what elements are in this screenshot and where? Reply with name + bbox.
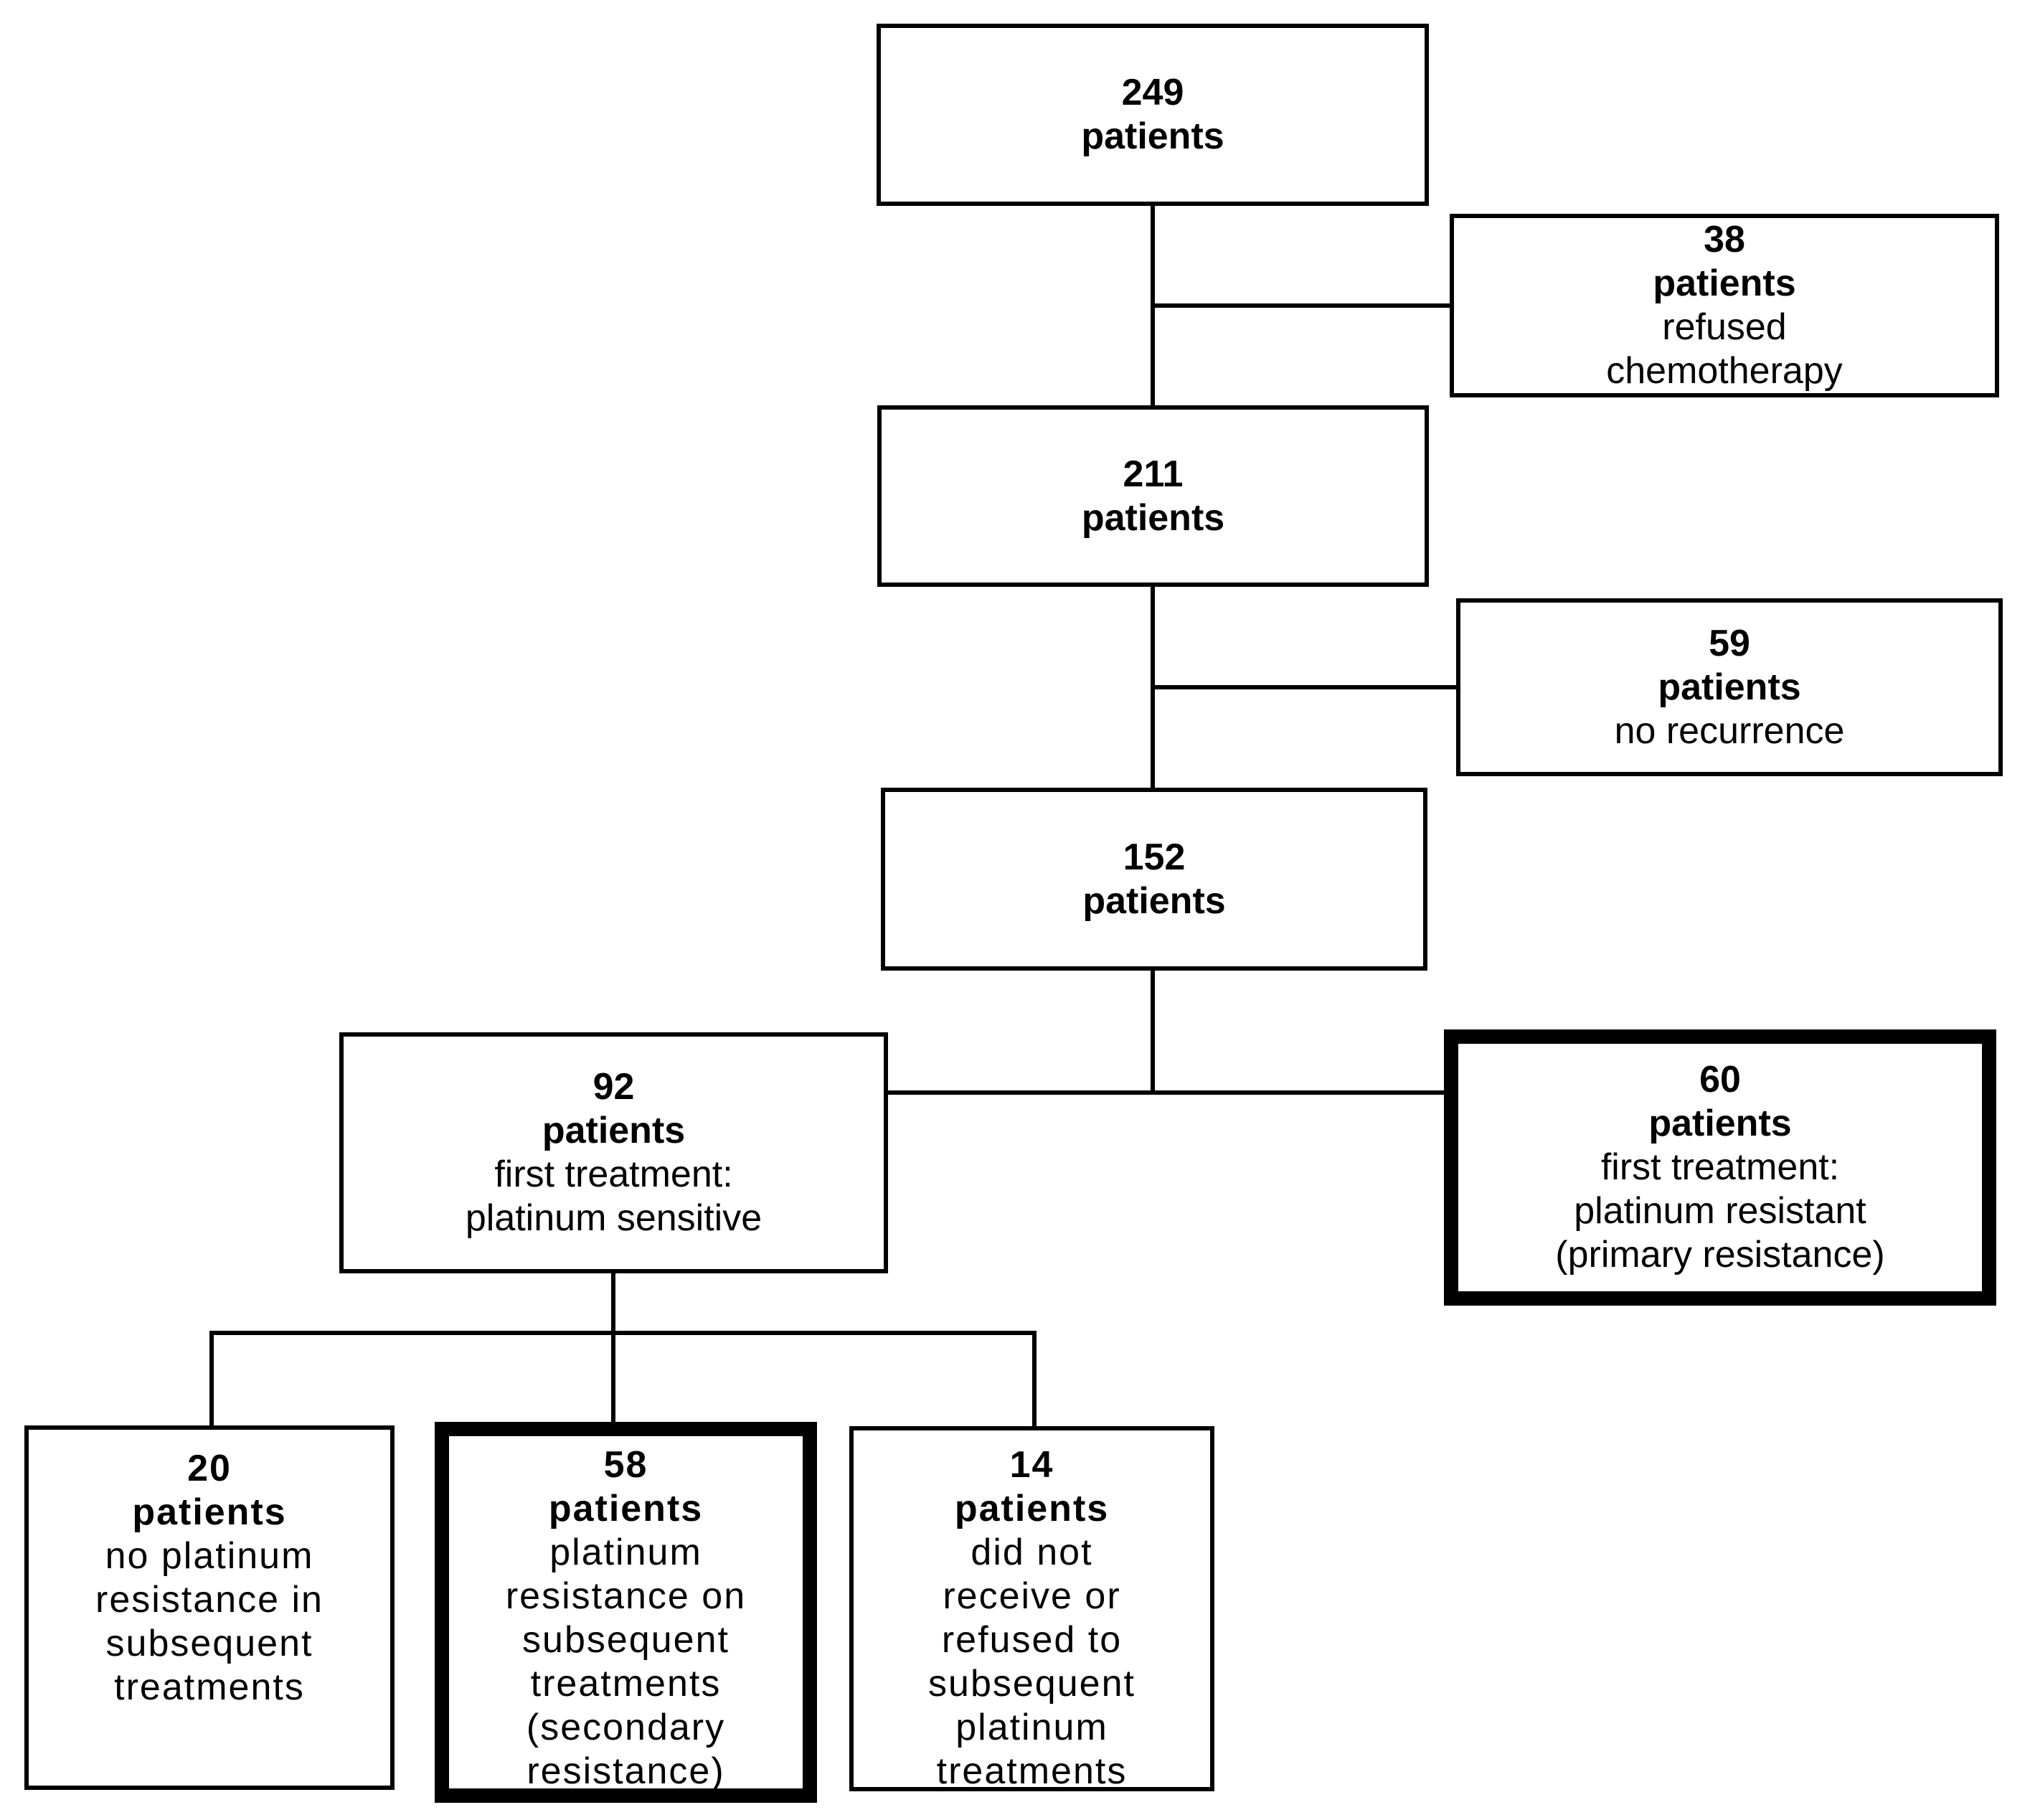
patient-count: 58 <box>603 1444 648 1486</box>
description-line: resistance) <box>527 1750 725 1792</box>
patient-label: patients <box>1648 1103 1792 1144</box>
patient-label: patients <box>548 1488 704 1529</box>
description-line: platinum sensitive <box>465 1197 762 1239</box>
description-line: platinum resistant <box>1574 1190 1866 1232</box>
connector-92-to-58 <box>611 1273 615 1422</box>
description-line: first treatment: <box>1600 1146 1840 1188</box>
box-59-no-recurrence: 59 patients no recurrence <box>1456 598 2003 776</box>
patient-label: patients <box>954 1488 1110 1529</box>
description-line: no recurrence <box>1614 709 1845 752</box>
description-line: resistance on <box>505 1575 747 1617</box>
connector-152-to-split <box>1151 971 1155 1095</box>
description-line: first treatment: <box>494 1154 733 1195</box>
box-152-patients: 152 patients <box>881 788 1427 971</box>
box-14-no-subsequent-platinum: 14 patients did not receive or refused t… <box>849 1426 1214 1792</box>
connector-branch-to-38 <box>1153 303 1450 308</box>
description-line: receive or <box>943 1575 1121 1617</box>
description-line: no platinum <box>105 1535 314 1577</box>
description-line: treatments <box>114 1666 305 1708</box>
box-92-platinum-sensitive: 92 patients first treatment: platinum se… <box>339 1032 888 1273</box>
description-line: did not <box>971 1532 1093 1573</box>
description-line: refused <box>1662 306 1787 348</box>
description-line: (primary resistance) <box>1555 1234 1885 1276</box>
description-line: subsequent <box>105 1623 313 1664</box>
patient-count: 38 <box>1704 219 1745 260</box>
connector-92-to-60 <box>888 1090 1444 1095</box>
description-line: resistance in <box>95 1579 324 1621</box>
patient-count: 60 <box>1699 1059 1741 1100</box>
patient-label: patients <box>1081 496 1225 539</box>
description-line: platinum <box>955 1707 1108 1748</box>
patient-label: patients <box>1081 115 1224 157</box>
box-60-platinum-resistant-primary: 60 patients first treatment: platinum re… <box>1444 1029 1996 1306</box>
patient-label: patients <box>1082 880 1226 922</box>
description-line: subsequent <box>928 1663 1135 1705</box>
patient-count: 20 <box>187 1448 232 1489</box>
patient-label: patients <box>1658 666 1801 708</box>
connector-branch-to-59 <box>1153 685 1456 689</box>
description-line: chemotherapy <box>1606 350 1843 392</box>
box-20-no-subsequent-resistance: 20 patients no platinum resistance in su… <box>24 1425 395 1790</box>
description-line: subsequent <box>522 1619 730 1661</box>
connector-bottom-branch <box>209 1331 1037 1335</box>
description-line: (secondary <box>526 1707 726 1748</box>
patient-label: patients <box>542 1110 686 1151</box>
description-line: platinum <box>549 1532 702 1573</box>
patient-count: 152 <box>1123 836 1186 878</box>
box-38-refused-chemotherapy: 38 patients refused chemotherapy <box>1450 214 1999 397</box>
connector-branch-to-20 <box>209 1331 214 1425</box>
patient-count: 14 <box>1009 1444 1054 1486</box>
connector-branch-to-14 <box>1032 1331 1037 1426</box>
box-211-patients: 211 patients <box>877 405 1429 587</box>
patient-count: 59 <box>1709 622 1750 664</box>
box-58-secondary-resistance: 58 patients platinum resistance on subse… <box>435 1422 817 1803</box>
box-249-patients: 249 patients <box>877 24 1429 206</box>
patient-count: 92 <box>592 1066 635 1108</box>
description-line: treatments <box>530 1663 722 1705</box>
patient-label: patients <box>1653 263 1796 304</box>
description-line: treatments <box>936 1750 1128 1792</box>
description-line: refused to <box>941 1619 1123 1661</box>
patient-label: patients <box>132 1491 287 1533</box>
patient-count: 211 <box>1123 453 1184 495</box>
patient-count: 249 <box>1121 72 1184 113</box>
